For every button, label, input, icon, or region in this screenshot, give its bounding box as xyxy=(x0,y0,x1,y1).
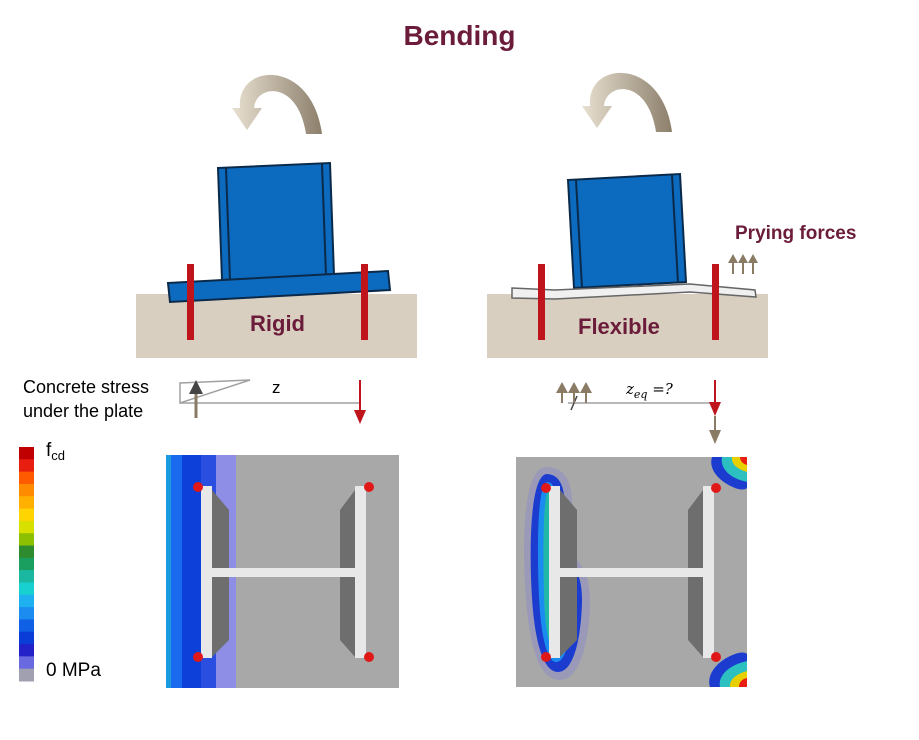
rigid-rotation-arrow-icon xyxy=(232,74,322,134)
prying-arrows-icon xyxy=(728,254,758,274)
page-title: Bending xyxy=(403,20,516,51)
legend-max-label: fcd xyxy=(46,440,65,463)
legend-swatch xyxy=(19,520,34,534)
rigid-base-plate xyxy=(166,269,392,304)
flexible-anchor-right xyxy=(712,264,719,340)
legend-swatch xyxy=(19,582,34,596)
legend-swatch xyxy=(19,631,34,645)
legend-swatch xyxy=(19,607,34,620)
flexible-tension-arrow-icon xyxy=(709,380,721,444)
legend-swatch xyxy=(19,483,34,497)
zeq-main: z xyxy=(626,380,634,398)
flexible-rotation-arrow-icon xyxy=(582,72,672,132)
legend-swatch xyxy=(19,619,34,633)
flexible-anchor-left xyxy=(538,264,545,340)
concrete-stress-label-line2: under the plate xyxy=(23,401,144,421)
legend-swatch xyxy=(19,545,34,559)
flexible-plan-view xyxy=(516,457,747,687)
rigid-tension-arrow-icon xyxy=(354,380,366,424)
legend-swatch xyxy=(19,496,34,510)
legend-swatch xyxy=(19,557,34,571)
legend-swatch xyxy=(19,594,34,608)
rigid-anchor-right xyxy=(361,264,368,340)
rigid-column xyxy=(216,161,336,282)
legend-swatch xyxy=(19,447,34,460)
flexible-column xyxy=(566,172,688,290)
legend-swatch xyxy=(19,570,34,583)
zeq-rest: =? xyxy=(647,380,673,398)
rigid-stress-triangle xyxy=(179,379,360,405)
rigid-label: Rigid xyxy=(250,311,305,336)
legend-swatch xyxy=(19,668,34,682)
flexible-label: Flexible xyxy=(578,314,660,339)
legend-swatch xyxy=(19,459,34,473)
zeq-sub: eq xyxy=(633,388,648,401)
legend-swatch xyxy=(19,533,34,547)
legend-swatch xyxy=(19,656,34,670)
rigid-anchor-left xyxy=(187,264,194,340)
flexible-compression-arrows-icon xyxy=(556,382,715,411)
equivalent-lever-arm-label: zeq =? xyxy=(626,380,673,401)
flexible-base-plate xyxy=(511,283,757,300)
concrete-stress-label-line1: Concrete stress xyxy=(23,377,150,397)
rigid-plan-view xyxy=(166,455,399,688)
legend-min-label: 0 MPa xyxy=(46,660,101,681)
legend-swatch xyxy=(19,508,34,522)
rigid-compression-arrow-icon xyxy=(189,380,203,418)
legend-swatch xyxy=(19,471,34,485)
fcd-sub: cd xyxy=(51,448,66,463)
prying-forces-label: Prying forces xyxy=(735,223,857,244)
lever-arm-z-label: z xyxy=(272,378,281,397)
stress-color-legend xyxy=(19,447,34,682)
flexible-concrete-block xyxy=(487,294,768,358)
legend-swatch xyxy=(19,644,34,657)
rigid-concrete-block xyxy=(136,294,417,358)
fcd-main: f xyxy=(46,440,52,461)
